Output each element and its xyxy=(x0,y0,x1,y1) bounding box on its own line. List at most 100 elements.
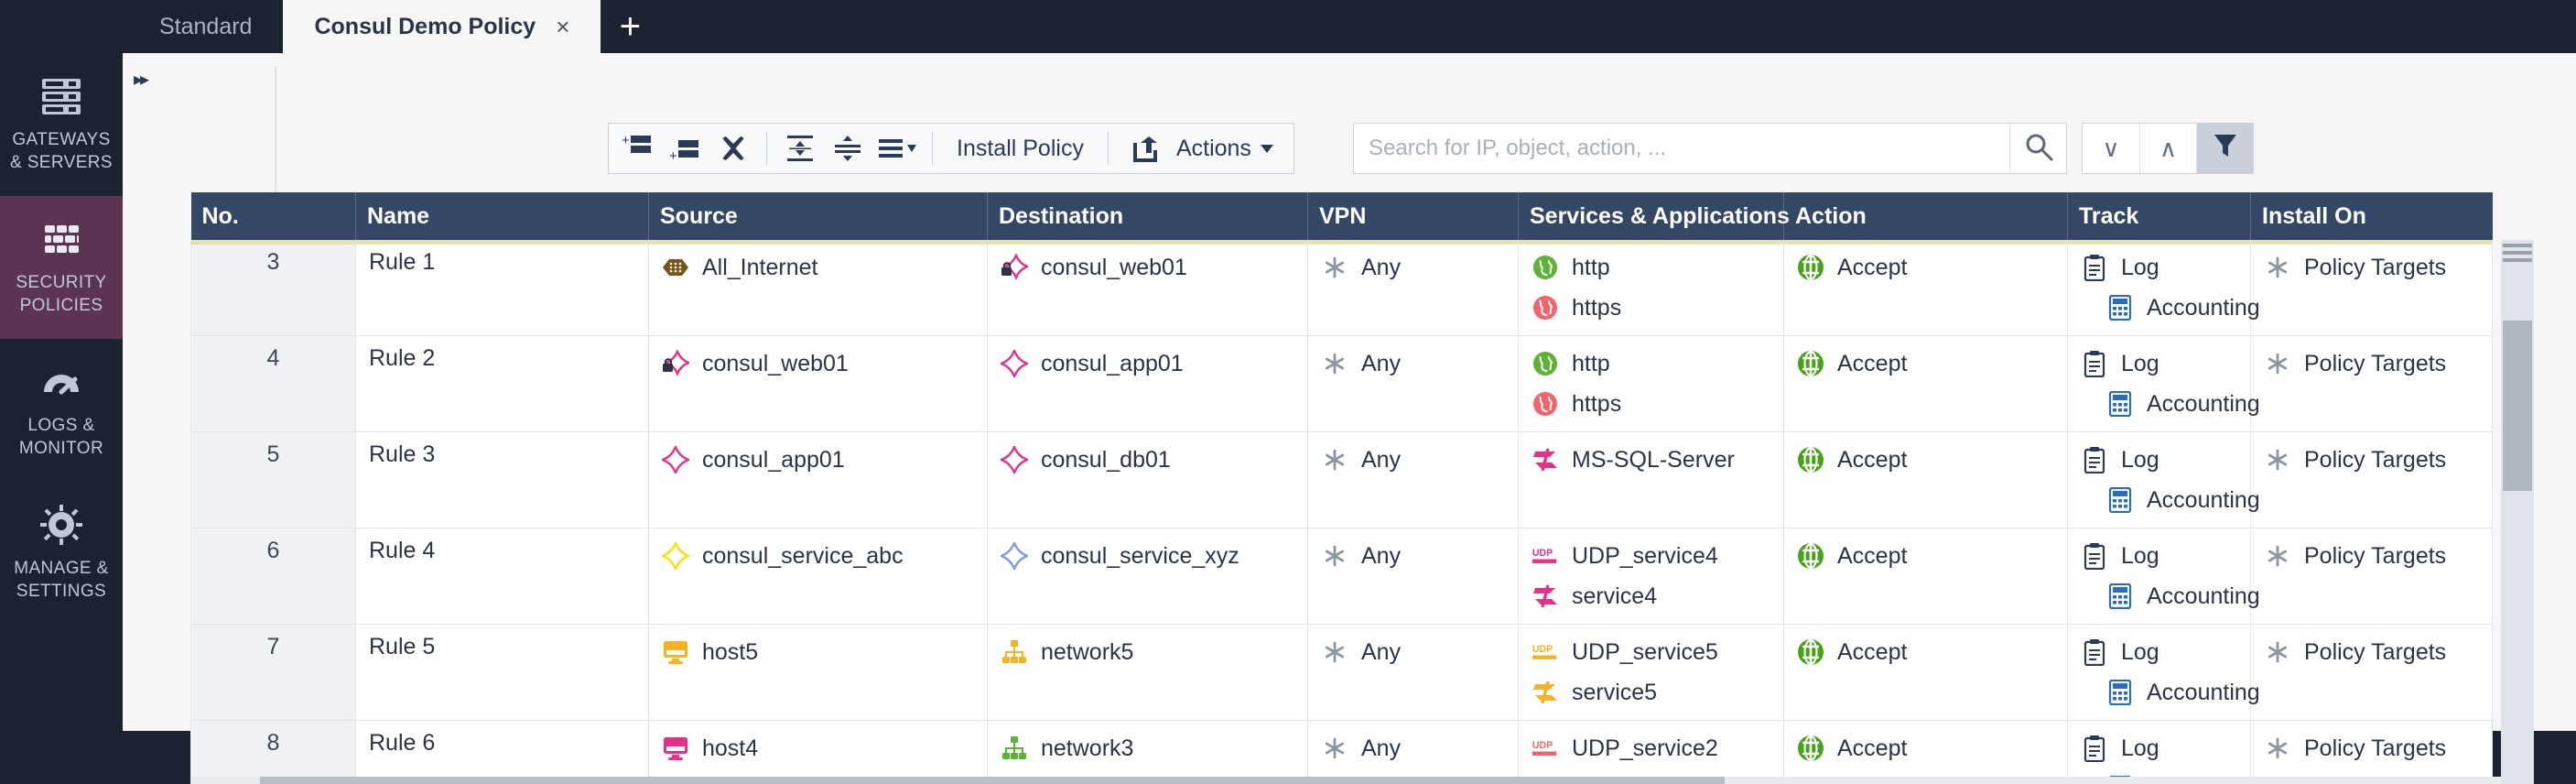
add-rule-above-button[interactable]: + xyxy=(614,124,662,173)
cell-entry[interactable]: Any xyxy=(1321,345,1505,382)
cell-vpn[interactable]: Any xyxy=(1308,721,1519,784)
cell-entry[interactable]: Policy Targets xyxy=(2264,538,2479,574)
cell-name[interactable]: Rule 1 xyxy=(356,240,649,336)
cell-vpn[interactable]: Any xyxy=(1308,432,1519,528)
cell-entry[interactable]: Any xyxy=(1321,634,1505,670)
cell-entry[interactable]: Accept xyxy=(1797,345,2054,382)
cell-entry[interactable]: https xyxy=(1532,386,1770,422)
cell-entry[interactable]: Log xyxy=(2081,249,2237,286)
cell-track[interactable]: Log Accounting xyxy=(2068,528,2251,625)
column-header-no[interactable]: No. xyxy=(191,192,356,240)
delete-rule-button[interactable] xyxy=(709,124,757,173)
cell-track[interactable]: Log Accounting xyxy=(2068,336,2251,432)
cell-name[interactable]: Rule 4 xyxy=(356,528,649,625)
cell-destination[interactable]: network5 xyxy=(988,625,1308,721)
rules-table-wrapper[interactable]: No. Name Source Destination VPN Services… xyxy=(190,192,2576,784)
cell-name[interactable]: Rule 3 xyxy=(356,432,649,528)
cell-vpn[interactable]: Any xyxy=(1308,240,1519,336)
cell-track[interactable]: Log Accounting xyxy=(2068,240,2251,336)
cell-no[interactable]: 3 xyxy=(191,240,356,336)
cell-entry[interactable]: Accept xyxy=(1797,441,2054,478)
add-rule-below-button[interactable]: + xyxy=(662,124,709,173)
expand-panel-icon[interactable]: ▸▸ xyxy=(134,68,146,91)
cell-entry[interactable]: Log xyxy=(2081,634,2237,670)
column-header-destination[interactable]: Destination xyxy=(988,192,1308,240)
cell-track[interactable]: Log Accounting xyxy=(2068,432,2251,528)
horizontal-scrollbar-thumb[interactable] xyxy=(260,777,1725,784)
column-header-install-on[interactable]: Install On xyxy=(2251,192,2493,240)
cell-destination[interactable]: consul_service_xyz xyxy=(988,528,1308,625)
cell-vpn[interactable]: Any xyxy=(1308,528,1519,625)
sidebar-item-gateways-servers[interactable]: GATEWAYS & SERVERS xyxy=(0,53,123,196)
cell-services[interactable]: http https xyxy=(1519,336,1784,432)
cell-entry[interactable]: Log xyxy=(2081,345,2237,382)
cell-action[interactable]: Accept xyxy=(1784,528,2068,625)
cell-action[interactable]: Accept xyxy=(1784,240,2068,336)
tab-consul-demo-policy[interactable]: Consul Demo Policy × xyxy=(283,0,601,53)
cell-entry[interactable]: host4 xyxy=(662,730,974,767)
cell-source[interactable]: consul_service_abc xyxy=(649,528,988,625)
cell-entry[interactable]: network5 xyxy=(1001,634,1294,670)
cell-action[interactable]: Accept xyxy=(1784,336,2068,432)
cell-source[interactable]: All_Internet xyxy=(649,240,988,336)
cell-entry[interactable]: http xyxy=(1532,345,1770,382)
cell-entry[interactable]: Policy Targets xyxy=(2264,730,2479,767)
sidebar-item-logs-monitor[interactable]: LOGS & MONITOR xyxy=(0,339,123,482)
actions-button[interactable]: Actions xyxy=(1118,124,1288,173)
cell-entry[interactable]: Any xyxy=(1321,730,1505,767)
column-header-track[interactable]: Track xyxy=(2068,192,2251,240)
cell-entry[interactable]: consul_app01 xyxy=(662,441,974,478)
cell-no[interactable]: 4 xyxy=(191,336,356,432)
cell-track[interactable]: Log Accounting xyxy=(2068,625,2251,721)
expand-rows-button[interactable] xyxy=(824,124,871,173)
close-icon[interactable]: × xyxy=(556,13,569,41)
cell-destination[interactable]: consul_db01 xyxy=(988,432,1308,528)
vertical-scrollbar-thumb[interactable] xyxy=(2503,321,2532,491)
cell-install-on[interactable]: Policy Targets xyxy=(2251,625,2493,721)
cell-entry[interactable]: MS-SQL-Server xyxy=(1532,441,1770,478)
cell-vpn[interactable]: Any xyxy=(1308,625,1519,721)
collapse-rows-button[interactable] xyxy=(776,124,824,173)
cell-entry[interactable]: consul_service_xyz xyxy=(1001,538,1294,574)
cell-install-on[interactable]: Policy Targets xyxy=(2251,240,2493,336)
cell-action[interactable]: Accept xyxy=(1784,432,2068,528)
cell-entry[interactable]: All_Internet xyxy=(662,249,974,286)
cell-entry[interactable]: Accounting xyxy=(2106,578,2237,615)
cell-entry[interactable]: host5 xyxy=(662,634,974,670)
cell-entry[interactable]: service4 xyxy=(1532,578,1770,615)
cell-entry[interactable]: consul_service_abc xyxy=(662,538,974,574)
new-tab-button[interactable]: + xyxy=(601,0,659,53)
cell-entry[interactable]: Log xyxy=(2081,538,2237,574)
cell-source[interactable]: consul_app01 xyxy=(649,432,988,528)
cell-install-on[interactable]: Policy Targets xyxy=(2251,432,2493,528)
cell-source[interactable]: host5 xyxy=(649,625,988,721)
cell-track[interactable]: Log Accounting xyxy=(2068,721,2251,784)
cell-name[interactable]: Rule 6 xyxy=(356,721,649,784)
cell-entry[interactable]: consul_web01 xyxy=(662,345,974,382)
cell-source[interactable]: consul_web01 xyxy=(649,336,988,432)
cell-entry[interactable]: Accept xyxy=(1797,249,2054,286)
cell-destination[interactable]: consul_web01 xyxy=(988,240,1308,336)
cell-action[interactable]: Accept xyxy=(1784,721,2068,784)
cell-name[interactable]: Rule 5 xyxy=(356,625,649,721)
cell-entry[interactable]: Log xyxy=(2081,730,2237,767)
cell-entry[interactable]: Accounting xyxy=(2106,289,2237,326)
column-header-action[interactable]: Action xyxy=(1784,192,2068,240)
find-next-button[interactable]: ∨ xyxy=(2083,124,2139,173)
cell-services[interactable]: UDP UDP_service2 UDP UDP_service3 UDP UD… xyxy=(1519,721,1784,784)
cell-entry[interactable]: UDP UDP_service4 xyxy=(1532,538,1770,574)
cell-entry[interactable]: UDP UDP_service5 xyxy=(1532,634,1770,670)
cell-entry[interactable]: Accounting xyxy=(2106,674,2237,711)
cell-entry[interactable]: Policy Targets xyxy=(2264,634,2479,670)
cell-entry[interactable]: Accept xyxy=(1797,634,2054,670)
cell-entry[interactable]: Accounting xyxy=(2106,386,2237,422)
cell-entry[interactable]: UDP UDP_service2 xyxy=(1532,730,1770,767)
cell-entry[interactable]: Any xyxy=(1321,538,1505,574)
cell-entry[interactable]: Accounting xyxy=(2106,482,2237,518)
column-header-vpn[interactable]: VPN xyxy=(1308,192,1519,240)
search-box[interactable] xyxy=(1353,123,2067,174)
